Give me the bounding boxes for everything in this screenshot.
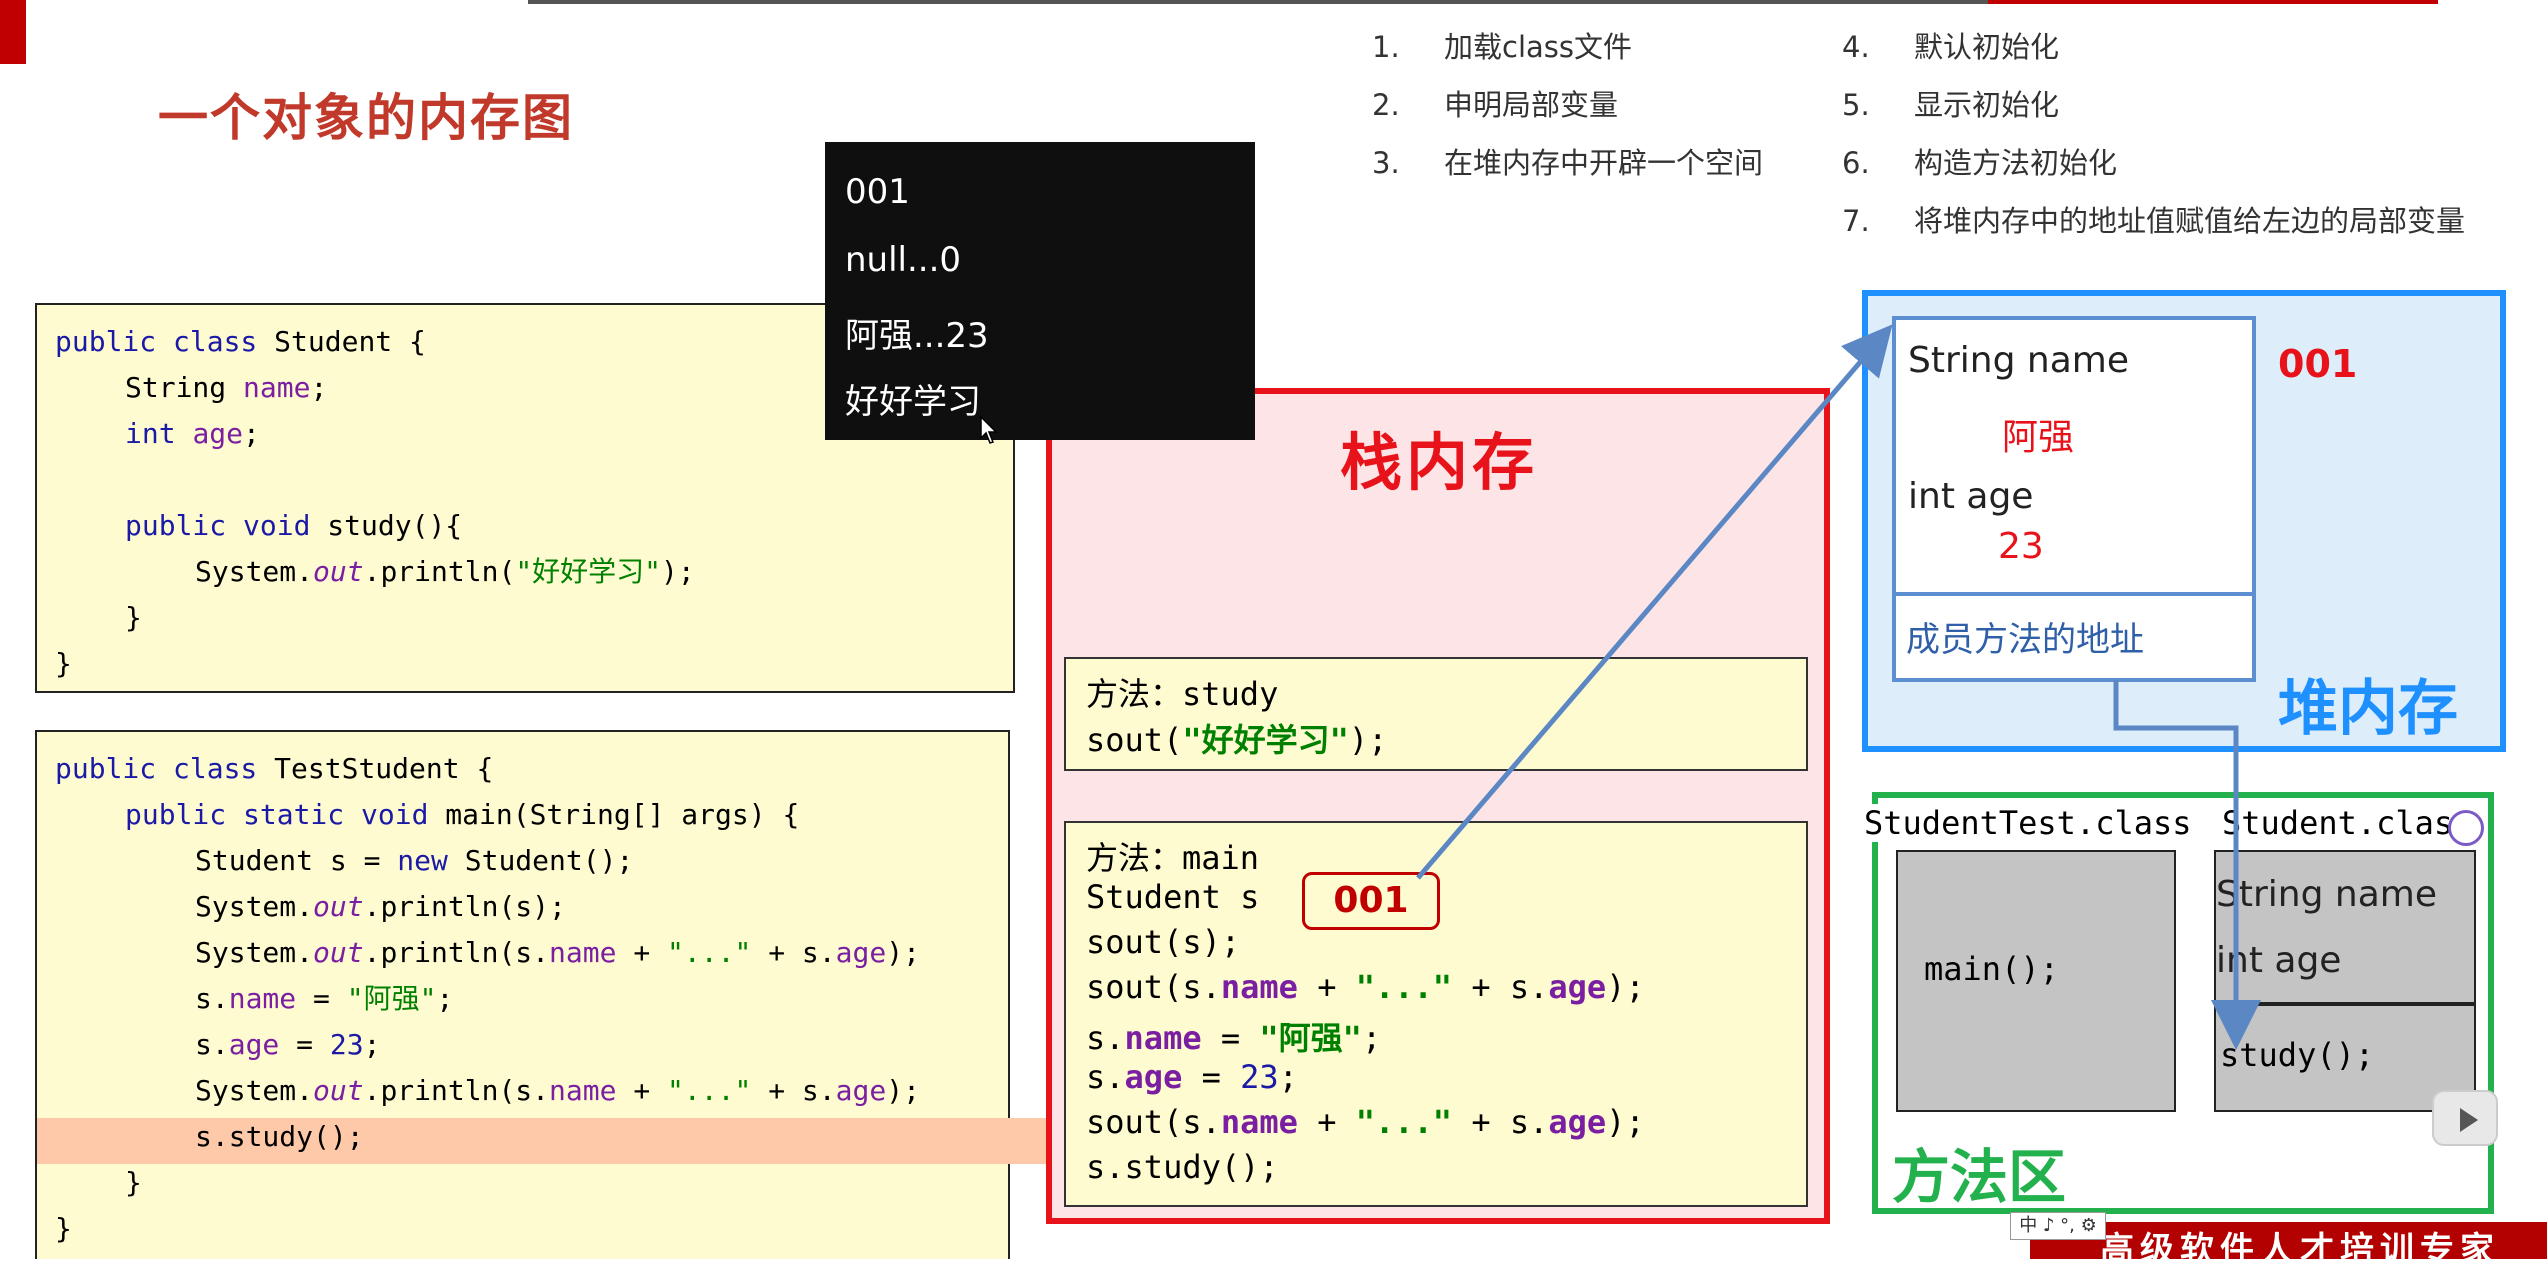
- corner-red-block: [0, 0, 26, 64]
- code-line: System.out.println("好好学习");: [195, 555, 695, 588]
- student-class-label: Student.class: [2222, 804, 2473, 842]
- frame-line: s.age = 23;: [1086, 1058, 1298, 1096]
- mouse-cursor-icon: [980, 416, 998, 444]
- code-line: public static void main(String[] args) {: [125, 798, 800, 831]
- heap-object-divider: [1892, 592, 2256, 596]
- frame-line: 方法：study: [1086, 675, 1279, 713]
- frame-line: Student s: [1086, 878, 1260, 916]
- code-line: Student s = new Student();: [195, 844, 634, 877]
- frame-line: sout(s);: [1086, 923, 1241, 961]
- code-line: public class Student {: [55, 325, 426, 358]
- reference-address-box: 001: [1302, 872, 1440, 930]
- code-line: s.age = 23;: [195, 1028, 381, 1061]
- test-class-label: StudentTest.class: [1864, 804, 2192, 842]
- heap-field-name-label: String name: [1908, 340, 2129, 381]
- slide-title: 一个对象的内存图: [158, 89, 574, 147]
- code-line: public class TestStudent {: [55, 752, 494, 785]
- console-line: null...0: [845, 240, 962, 280]
- step-4: 4.默认初始化: [1842, 30, 2060, 64]
- console-line: 阿强...23: [845, 316, 989, 356]
- code-line: }: [125, 601, 142, 634]
- heap-memory-title: 堆内存: [2278, 674, 2458, 744]
- heap-field-age-label: int age: [1908, 476, 2034, 517]
- console-output: 001 null...0 阿强...23 好好学习: [825, 142, 1255, 440]
- frame-line: sout("好好学习");: [1086, 721, 1388, 759]
- header-accent-bar: [1988, 0, 2438, 4]
- current-line-highlight: [37, 1118, 1054, 1164]
- code-line: s.name = "阿强";: [195, 982, 454, 1015]
- frame-line: s.name = "阿强";: [1086, 1019, 1382, 1057]
- heap-object-address: 001: [2278, 342, 2358, 386]
- brand-banner: [2030, 1222, 2547, 1259]
- step-1: 1.加载class文件: [1372, 30, 1632, 64]
- stack-memory-title: 栈内存: [1340, 426, 1539, 499]
- console-line: 好好学习: [845, 382, 981, 422]
- student-class-fields-box: [2214, 850, 2476, 1004]
- frame-line: s.study();: [1086, 1148, 1279, 1186]
- code-line: String name;: [125, 371, 328, 404]
- ime-indicator[interactable]: 中 ♪ °, ⚙: [2010, 1212, 2106, 1240]
- test-student-code: public class TestStudent { public static…: [35, 730, 1054, 1259]
- method-area-field-age: int age: [2216, 940, 2342, 981]
- step-3: 3.在堆内存中开辟一个空间: [1372, 146, 1764, 180]
- heap-field-name-value: 阿强: [2002, 417, 2075, 458]
- header-divider: [528, 0, 1988, 4]
- step-7: 7.将堆内存中的地址值赋值给左边的局部变量: [1842, 204, 2466, 238]
- step-2: 2.申明局部变量: [1372, 88, 1619, 122]
- frame-line: sout(s.name + "..." + s.age);: [1086, 1103, 1645, 1141]
- console-line: 001: [845, 172, 910, 212]
- code-line: System.out.println(s.name + "..." + s.ag…: [195, 936, 920, 969]
- heap-object: [1892, 316, 2256, 682]
- frame-line: 方法：main: [1086, 839, 1260, 877]
- main-method-label: main();: [1924, 950, 2059, 988]
- brand-slogan: 高级软件人才培训专家: [2100, 1230, 2500, 1270]
- code-line: int age;: [125, 417, 260, 450]
- heap-field-age-value: 23: [1998, 526, 2044, 567]
- code-line: public void study(){: [125, 509, 463, 542]
- code-line: System.out.println(s);: [195, 890, 566, 923]
- frame-line: sout(s.name + "..." + s.age);: [1086, 968, 1645, 1006]
- code-line: }: [55, 1212, 72, 1245]
- code-line: }: [55, 647, 72, 680]
- study-stack-frame: 方法：study sout("好好学习");: [1064, 657, 1808, 771]
- code-line: System.out.println(s.name + "..." + s.ag…: [195, 1074, 920, 1107]
- method-area-field-name: String name: [2216, 874, 2437, 915]
- step-6: 6.构造方法初始化: [1842, 146, 2118, 180]
- play-icon[interactable]: [2432, 1090, 2498, 1146]
- code-line: s.study();: [195, 1120, 364, 1153]
- step-5: 5.显示初始化: [1842, 88, 2060, 122]
- heap-methods-label: 成员方法的地址: [1906, 620, 2144, 660]
- code-line: }: [125, 1166, 142, 1199]
- method-area-title: 方法区: [1892, 1143, 2067, 1211]
- study-method-label: study();: [2220, 1036, 2375, 1074]
- share-icon[interactable]: [2448, 810, 2484, 846]
